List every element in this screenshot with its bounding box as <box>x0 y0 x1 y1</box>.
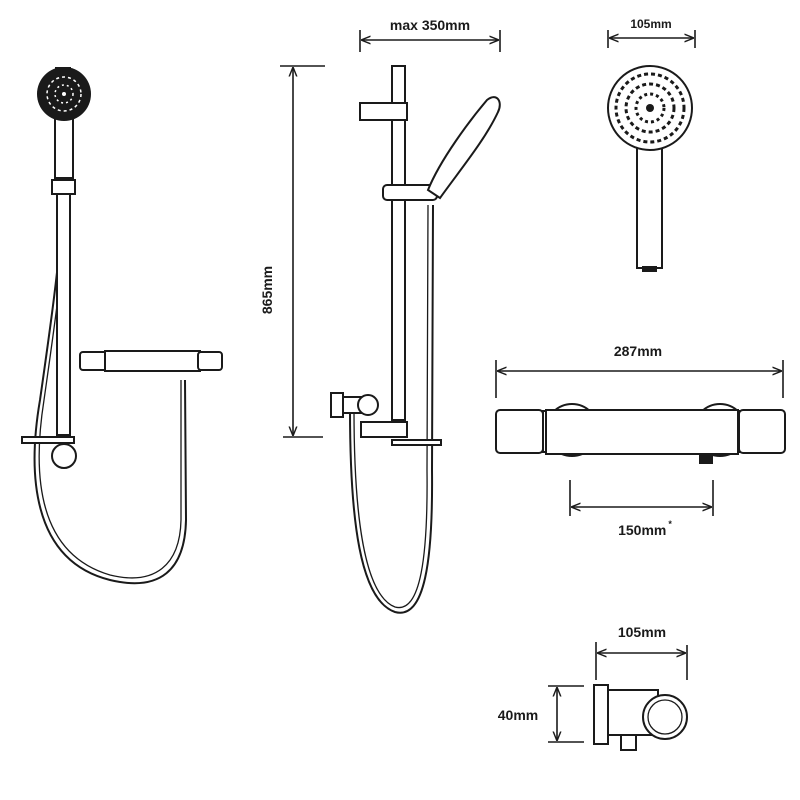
valve-centres-label: 150mm* <box>618 519 672 538</box>
rail-height-label: 865mm <box>259 266 275 314</box>
top-bracket <box>359 102 408 121</box>
outlet-wall-plate <box>593 684 609 745</box>
handset-width-label: 105mm <box>630 17 671 31</box>
handset-detail: 105mm <box>607 17 696 272</box>
side-rail <box>391 65 406 421</box>
front-view-assembly <box>21 67 223 585</box>
side-handset <box>426 96 501 200</box>
side-view-assembly: max 350mm <box>330 17 501 614</box>
outlet-height-label: 40mm <box>498 707 538 723</box>
valve-outlet <box>699 454 713 464</box>
valve-length-label: 287mm <box>614 343 662 359</box>
soap-dish <box>21 436 75 444</box>
riser-rail <box>56 159 71 436</box>
side-soap-dish <box>391 439 442 446</box>
outlet-detail: 105mm 40mm <box>498 624 688 751</box>
handset-handle <box>54 111 74 179</box>
handset-grip <box>636 139 663 269</box>
valve-front-cap-left <box>495 409 544 454</box>
valve-detail: 287mm 150mm* <box>495 343 786 538</box>
valve-front-cap-right <box>738 409 786 454</box>
outlet-connector <box>620 734 637 751</box>
valve-cap-right <box>197 351 223 371</box>
hose <box>33 194 188 585</box>
outlet-ring <box>642 694 688 740</box>
bottom-bracket <box>360 421 408 438</box>
valve-front-body <box>545 409 739 455</box>
side-hose <box>349 204 434 614</box>
outlet-width-label: 105mm <box>618 624 666 640</box>
slider-bracket <box>51 179 76 195</box>
valve-body <box>104 350 201 372</box>
wall-outlet <box>51 443 77 469</box>
side-outlet-ring <box>357 394 379 416</box>
height-dimension: 865mm <box>259 65 325 438</box>
rail-width-label: max 350mm <box>390 17 470 33</box>
side-outlet-plate <box>330 392 344 418</box>
